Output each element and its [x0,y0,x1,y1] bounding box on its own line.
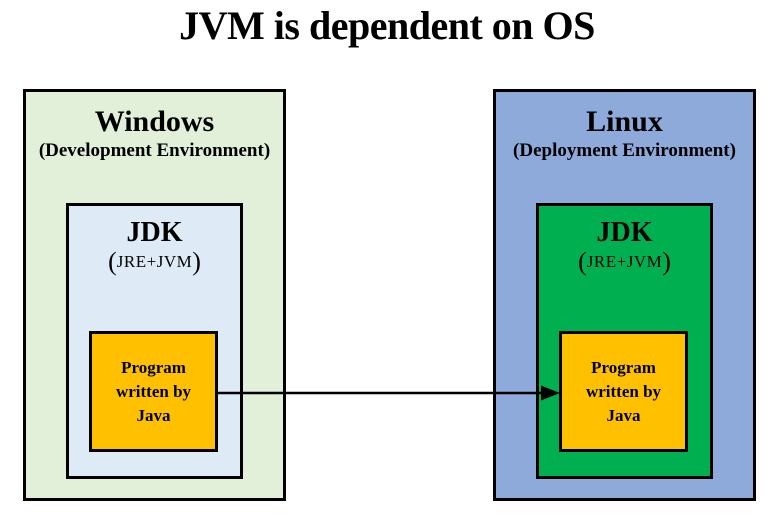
windows-environment-box: Windows (Development Environment) JDK (J… [23,89,286,501]
linux-jdk-box: JDK (JRE+JVM) Program written by Java [536,203,713,479]
windows-jdk-label: JDK [126,217,183,248]
program-text-line: Java [136,405,171,425]
windows-jre-jvm-text: JRE+JVM [116,252,193,271]
diagram-title: JVM is dependent on OS [179,3,595,48]
paren-close: ) [662,247,671,276]
windows-program-box: Program written by Java [89,331,218,452]
paren-open: ( [578,247,587,276]
program-text-line: Program [591,357,656,377]
linux-os-label: Linux [586,105,663,138]
paren-close: ) [192,247,201,276]
program-text-line: Program [121,357,186,377]
paren-open: ( [108,247,117,276]
linux-role-label: (Deployment Environment) [513,140,736,161]
program-text-line: written by [115,381,192,401]
linux-program-box: Program written by Java [559,331,688,452]
windows-jdk-contents-label: (JRE+JVM) [69,249,240,275]
linux-jdk-contents-label: (JRE+JVM) [539,249,710,275]
linux-jre-jvm-text: JRE+JVM [586,252,663,271]
program-text-line: written by [585,381,662,401]
windows-jdk-box: JDK (JRE+JVM) Program written by Java [66,203,243,479]
linux-environment-box: Linux (Deployment Environment) JDK (JRE+… [493,89,756,501]
program-text-line: Java [606,405,641,425]
windows-os-label: Windows [94,105,215,138]
linux-jdk-label: JDK [596,217,653,248]
windows-role-label: (Development Environment) [38,140,271,161]
dependency-arrow [218,385,560,401]
